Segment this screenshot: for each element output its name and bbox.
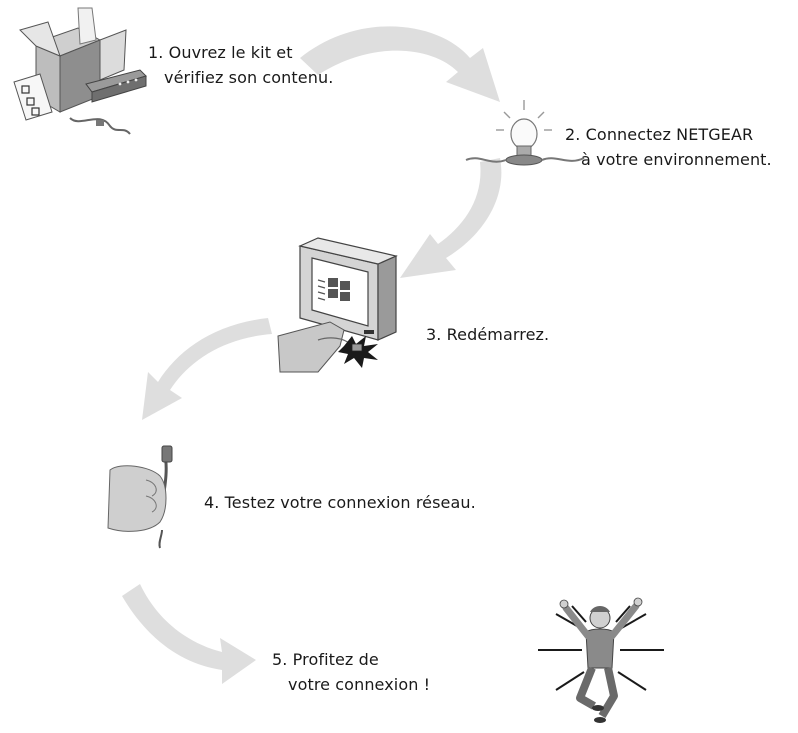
- step-1-line1: Ouvrez le kit et: [168, 43, 293, 62]
- step-5-number: 5.: [272, 650, 288, 669]
- monitor-power-button-icon: [277, 237, 398, 373]
- light-bulb-icon: [465, 100, 585, 166]
- step-3-number: 3.: [426, 325, 442, 344]
- hand-cable-icon: [107, 445, 173, 549]
- step-3-caption: 3. Redémarrez.: [426, 322, 549, 347]
- step-4-caption: 4. Testez votre connexion réseau.: [204, 490, 476, 515]
- step-3-line1: Redémarrez.: [446, 325, 550, 344]
- step-5-line2: votre connexion !: [288, 675, 431, 694]
- flow-arrow-4-to-5: [122, 584, 256, 684]
- flow-arrow-1-to-2: [300, 26, 500, 103]
- step-2-caption: 2. Connectez NETGEAR à votre environneme…: [565, 122, 772, 172]
- step-5-line1: Profitez de: [292, 650, 379, 669]
- jumping-person-icon: [538, 597, 664, 723]
- step-4-line1: Testez votre connexion réseau.: [224, 493, 476, 512]
- step-1-number: 1.: [148, 43, 164, 62]
- flow-arrow-2-to-3: [400, 158, 502, 278]
- step-5-caption: 5. Profitez de votre connexion !: [272, 647, 430, 697]
- step-2-line1: Connectez NETGEAR: [585, 125, 754, 144]
- flow-arrow-3-to-4: [142, 318, 272, 420]
- step-1-caption: 1. Ouvrez le kit et vérifiez son contenu…: [148, 40, 333, 90]
- open-box-icon: [13, 7, 147, 135]
- step-4-number: 4.: [204, 493, 220, 512]
- step-2-number: 2.: [565, 125, 581, 144]
- step-2-line2: à votre environnement.: [581, 150, 772, 169]
- step-1-line2: vérifiez son contenu.: [164, 68, 334, 87]
